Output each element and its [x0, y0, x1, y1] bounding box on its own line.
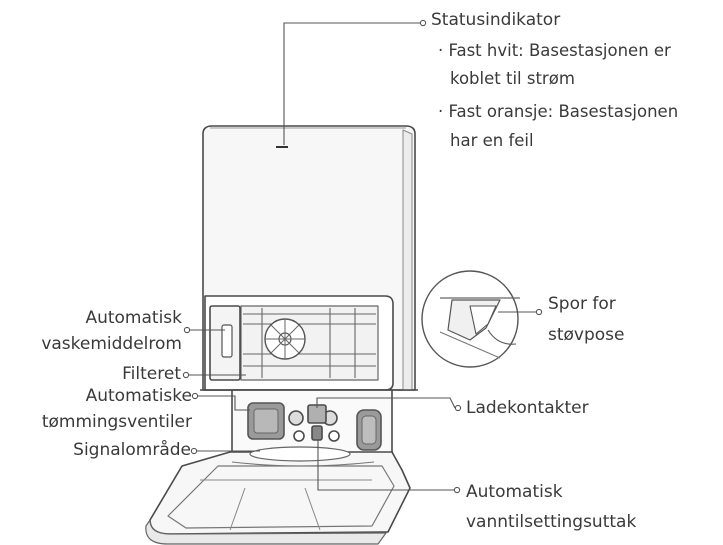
status-indicator-title: Statusindikator: [431, 10, 561, 30]
housing-side-shading: [402, 129, 413, 391]
status-orange-line2: har en feil: [450, 131, 534, 150]
water-refill-line2: vanntilsettingsuttak: [466, 512, 637, 532]
leader-water: [317, 440, 454, 491]
dust-bag-slot-line1: Spor for: [548, 294, 616, 314]
dust-bag-slot-line2: støvpose: [548, 325, 625, 345]
leader-drain-valves: [198, 395, 250, 411]
detergent-line1: Automatisk: [85, 308, 182, 328]
filter-grille: [243, 308, 376, 378]
leader-status: [283, 22, 420, 145]
ramp-tray: [149, 451, 411, 535]
water-refill-line1: Automatisk: [466, 482, 563, 502]
filter-label: Filteret: [122, 364, 181, 384]
drain-valves-line2: tømmingsventiler: [41, 412, 192, 432]
leader-charging: [316, 397, 456, 409]
drain-valves-line1: Automatiske: [85, 386, 192, 406]
signal-area-label: Signalområde: [73, 440, 191, 460]
status-white-line1: · Fast hvit: Basestasjonen er: [438, 41, 671, 60]
status-orange-line1: · Fast oransje: Basestasjonen: [438, 102, 679, 121]
status-white-line2: koblet til strøm: [450, 69, 575, 88]
charging-contacts-label: Ladekontakter: [466, 398, 589, 418]
detergent-line2: vaskemiddelrom: [41, 334, 182, 354]
